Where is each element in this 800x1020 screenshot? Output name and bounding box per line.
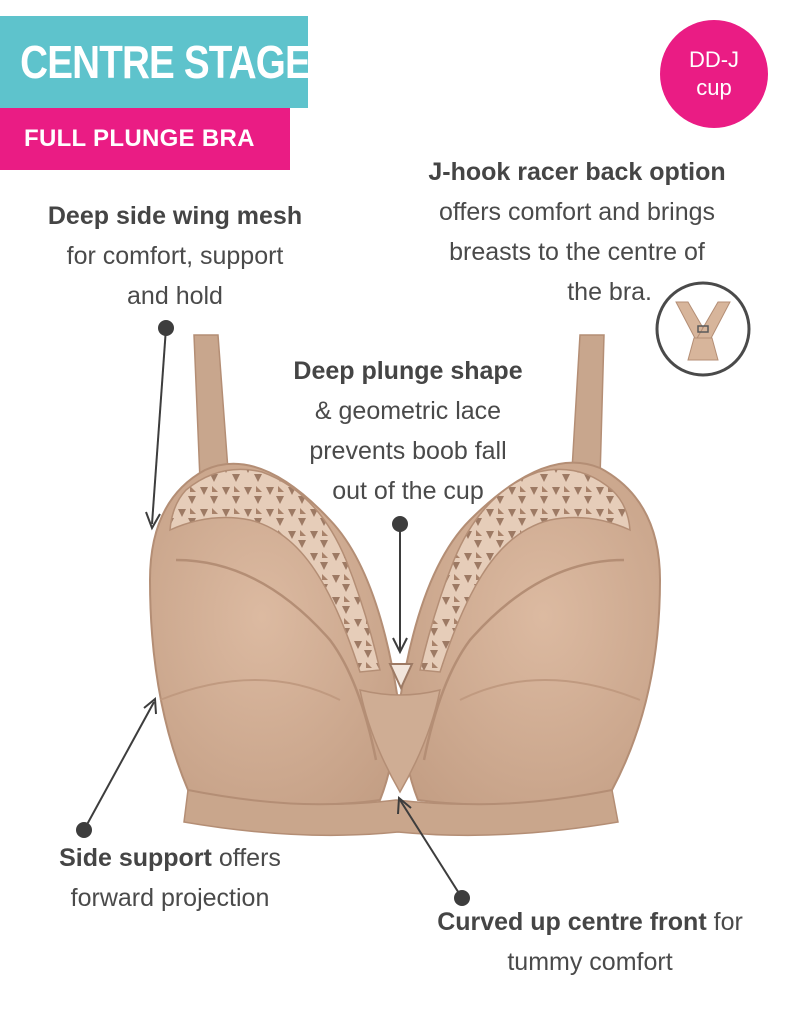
subtitle-banner: FULL PLUNGE BRA bbox=[0, 108, 290, 170]
badge-line-1: DD-J bbox=[688, 47, 740, 72]
pointer-dot bbox=[158, 320, 174, 336]
callout-heading: Deep plunge shape bbox=[293, 357, 523, 385]
j-hook-racer-back-icon bbox=[655, 281, 751, 377]
pointer-centre-front bbox=[397, 795, 463, 899]
callout-heading: Side support bbox=[59, 844, 212, 872]
callout-heading: Deep side wing mesh bbox=[47, 202, 303, 230]
pointer-dot bbox=[392, 516, 408, 532]
callout-heading: Curved up centre front bbox=[437, 908, 707, 936]
right-strap bbox=[571, 334, 605, 479]
centre-ornament bbox=[388, 663, 414, 691]
callout-text: tummy comfort bbox=[507, 948, 673, 976]
title-banner: CENTRE STAGE bbox=[0, 16, 311, 108]
callout-text: & geometric lace bbox=[314, 397, 502, 425]
left-strap bbox=[193, 334, 229, 482]
callout-text: for bbox=[706, 908, 743, 936]
callout-text: for comfort, support bbox=[66, 242, 284, 270]
callout-centre-front: Curved up centre front for tummy comfort bbox=[400, 902, 780, 982]
pointer-side-wing bbox=[145, 327, 167, 531]
callout-text: offers comfort and brings bbox=[438, 198, 716, 226]
centre-gore bbox=[359, 688, 441, 794]
callout-text: out of the cup bbox=[332, 477, 484, 505]
callout-text: the bra. bbox=[567, 278, 652, 306]
callout-text: offers bbox=[211, 844, 281, 872]
pointer-side-support bbox=[83, 696, 157, 831]
callout-side-wing-mesh: Deep side wing mesh for comfort, support… bbox=[20, 196, 330, 316]
callout-text: breasts to the centre of bbox=[449, 238, 705, 266]
callout-side-support: Side support offers forward projection bbox=[20, 838, 320, 918]
page-title: CENTRE STAGE bbox=[20, 36, 311, 88]
badge-line-2: cup bbox=[696, 75, 732, 100]
callout-text: and hold bbox=[127, 282, 223, 310]
pointer-plunge bbox=[392, 524, 408, 655]
callout-text: prevents boob fall bbox=[309, 437, 507, 465]
right-lace bbox=[419, 468, 631, 673]
callout-heading: J-hook racer back option bbox=[428, 158, 726, 186]
callout-j-hook: J-hook racer back option offers comfort … bbox=[392, 152, 762, 312]
pointer-dot bbox=[76, 822, 92, 838]
pointer-dot bbox=[454, 890, 470, 906]
callout-text: forward projection bbox=[70, 884, 270, 912]
callout-deep-plunge: Deep plunge shape & geometric lace preve… bbox=[258, 351, 558, 511]
cup-size-badge: DD-J cup bbox=[660, 20, 768, 128]
page-subtitle: FULL PLUNGE BRA bbox=[24, 125, 255, 152]
left-lace bbox=[169, 468, 381, 673]
